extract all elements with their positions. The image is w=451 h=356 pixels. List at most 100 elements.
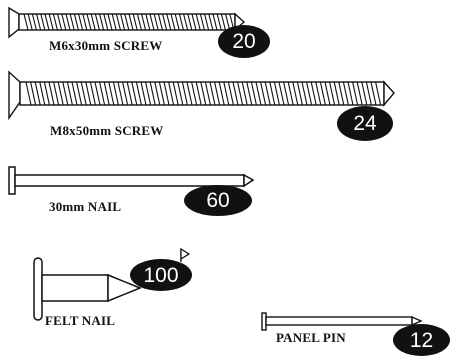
felt-nail-icon [33, 257, 142, 321]
thread-line [220, 13, 226, 31]
thread-line [338, 81, 345, 106]
thread-line [57, 13, 63, 31]
thread-line [112, 81, 119, 106]
thread-line [375, 81, 382, 106]
quantity-badge-m6x30-screw: 20 [218, 25, 270, 58]
thread-line [166, 13, 172, 31]
item-label-panel-pin: PANEL PIN [276, 330, 346, 345]
thread-line [172, 81, 179, 106]
thread-line [149, 81, 156, 106]
thread-line [131, 81, 138, 106]
thread-line [191, 81, 198, 106]
thread-line [241, 81, 248, 106]
thread-line [163, 81, 170, 106]
countersunk-screw-icon [8, 70, 395, 121]
thread-line [199, 13, 205, 31]
thread-line [76, 81, 83, 106]
thread-line [153, 13, 159, 31]
thread-line [136, 13, 142, 31]
thread-line [162, 13, 168, 31]
thread-line [329, 81, 336, 106]
thread-line [227, 81, 234, 106]
thread-line [356, 81, 363, 106]
thread-line [107, 13, 113, 31]
thread-line [370, 81, 377, 106]
thread-line [264, 81, 271, 106]
thread-line [157, 13, 163, 31]
thread-line [191, 13, 197, 31]
thread-line [170, 13, 176, 31]
thread-line [31, 13, 37, 31]
thread-line [44, 13, 50, 31]
countersunk-screw-icon [8, 6, 246, 39]
thread-line [103, 81, 110, 106]
thread-line [132, 13, 138, 31]
item-label-felt-nail: FELT NAIL [45, 313, 116, 328]
thread-line [204, 13, 210, 31]
thread-line [140, 81, 147, 106]
thread-line [108, 81, 115, 106]
quantity-badge-m8x50-screw: 24 [337, 106, 393, 141]
thread-line [310, 81, 317, 106]
thread-line [158, 81, 165, 106]
thread-line [48, 81, 55, 106]
thread-line [296, 81, 303, 106]
item-label-m8x50-screw: M8x50mm SCREW [50, 123, 164, 138]
thread-line [283, 81, 290, 106]
thread-line [183, 13, 189, 31]
thread-line [86, 13, 92, 31]
thread-line [62, 81, 69, 106]
thread-line [250, 81, 257, 106]
thread-line [347, 81, 354, 106]
thread-line [30, 81, 37, 106]
thread-line [168, 81, 175, 106]
flag-mark-icon [180, 247, 191, 262]
thread-line [273, 81, 280, 106]
thread-line [115, 13, 121, 31]
thread-line [178, 13, 184, 31]
thread-line [128, 13, 134, 31]
item-label-m6x30-screw: M6x30mm SCREW [49, 38, 163, 53]
thread-line [89, 81, 96, 106]
thread-line [208, 13, 214, 31]
thread-line [301, 81, 308, 106]
thread-line [53, 81, 60, 106]
thread-line [223, 81, 230, 106]
thread-line [82, 13, 88, 31]
thread-line [36, 13, 42, 31]
thread-line [78, 13, 84, 31]
thread-line [39, 81, 46, 106]
thread-line [255, 81, 262, 106]
quantity-badge-panel-pin: 12 [393, 324, 450, 356]
thread-line [27, 13, 33, 31]
thread-line [69, 13, 75, 31]
thread-line [122, 81, 129, 106]
thread-line [200, 81, 207, 106]
thread-line [342, 81, 349, 106]
thread-line [94, 81, 101, 106]
thread-line [65, 13, 71, 31]
thread-line [73, 13, 79, 31]
thread-line [80, 81, 87, 106]
thread-line [214, 81, 221, 106]
thread-line [333, 81, 340, 106]
thread-line [124, 13, 130, 31]
nail-icon [8, 166, 255, 195]
thread-line [269, 81, 276, 106]
thread-line [209, 81, 216, 106]
thread-line [315, 81, 322, 106]
thread-line [319, 81, 326, 106]
thread-line [48, 13, 54, 31]
thread-line [149, 13, 155, 31]
thread-line [218, 81, 225, 106]
thread-line [216, 13, 222, 31]
thread-line [141, 13, 147, 31]
thread-line [57, 81, 64, 106]
thread-line [186, 81, 193, 106]
panel-pin-icon [261, 312, 423, 331]
thread-line [90, 13, 96, 31]
thread-line [71, 81, 78, 106]
thread-line [120, 13, 126, 31]
thread-line [187, 13, 193, 31]
thread-line [237, 81, 244, 106]
